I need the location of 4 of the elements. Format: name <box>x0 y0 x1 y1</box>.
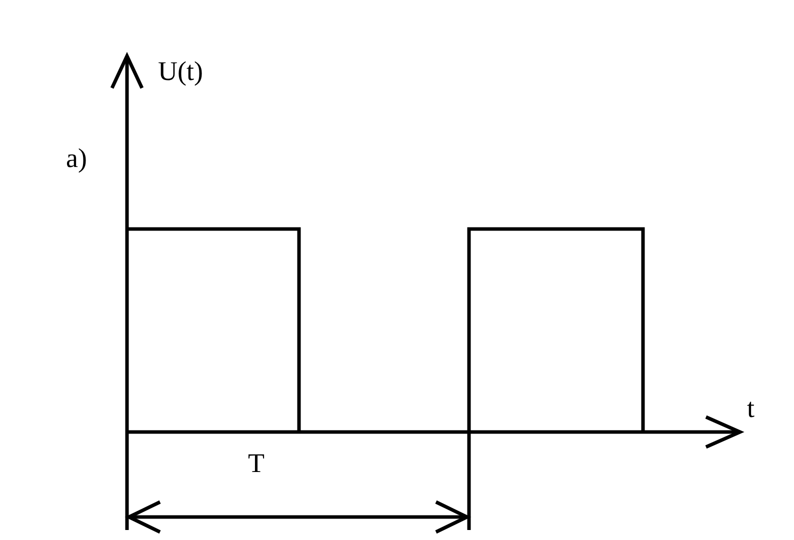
axis-label: U(t) <box>158 58 203 85</box>
panel-label: a) <box>66 145 87 172</box>
axis-label: t <box>747 395 755 422</box>
period-label: T <box>248 450 264 477</box>
